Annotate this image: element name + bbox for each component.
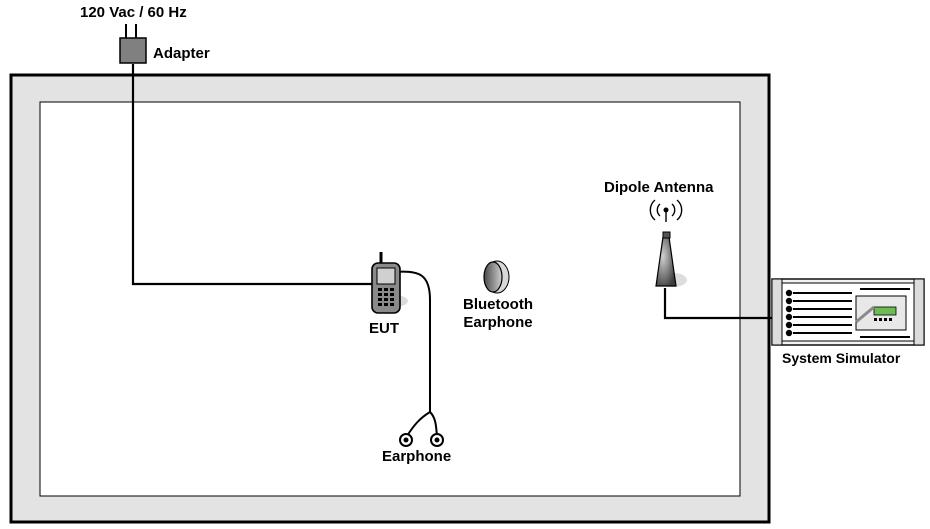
earphone-label: Earphone xyxy=(382,448,452,465)
bluetooth-label-line2: Earphone xyxy=(463,314,533,331)
dipole-antenna-label: Dipole Antenna xyxy=(604,179,714,196)
bluetooth-earphone-label: Bluetooth Earphone xyxy=(453,296,543,332)
power-cable xyxy=(131,64,373,286)
adapter-label: Adapter xyxy=(153,45,210,62)
system-simulator-label: System Simulator xyxy=(782,350,901,366)
system-simulator-icon xyxy=(771,278,925,346)
test-chamber xyxy=(9,73,771,524)
power-source-label: 120 Vac / 60 Hz xyxy=(80,4,187,21)
eut-label: EUT xyxy=(369,320,399,337)
dipole-antenna-icon xyxy=(649,199,687,287)
power-adapter-icon xyxy=(119,24,147,64)
bluetooth-earphone-icon xyxy=(483,260,510,294)
antenna-cable xyxy=(663,288,785,320)
bluetooth-label-line1: Bluetooth xyxy=(463,296,533,313)
wired-earphone-icon xyxy=(399,433,444,447)
mobile-phone-icon xyxy=(371,252,408,314)
